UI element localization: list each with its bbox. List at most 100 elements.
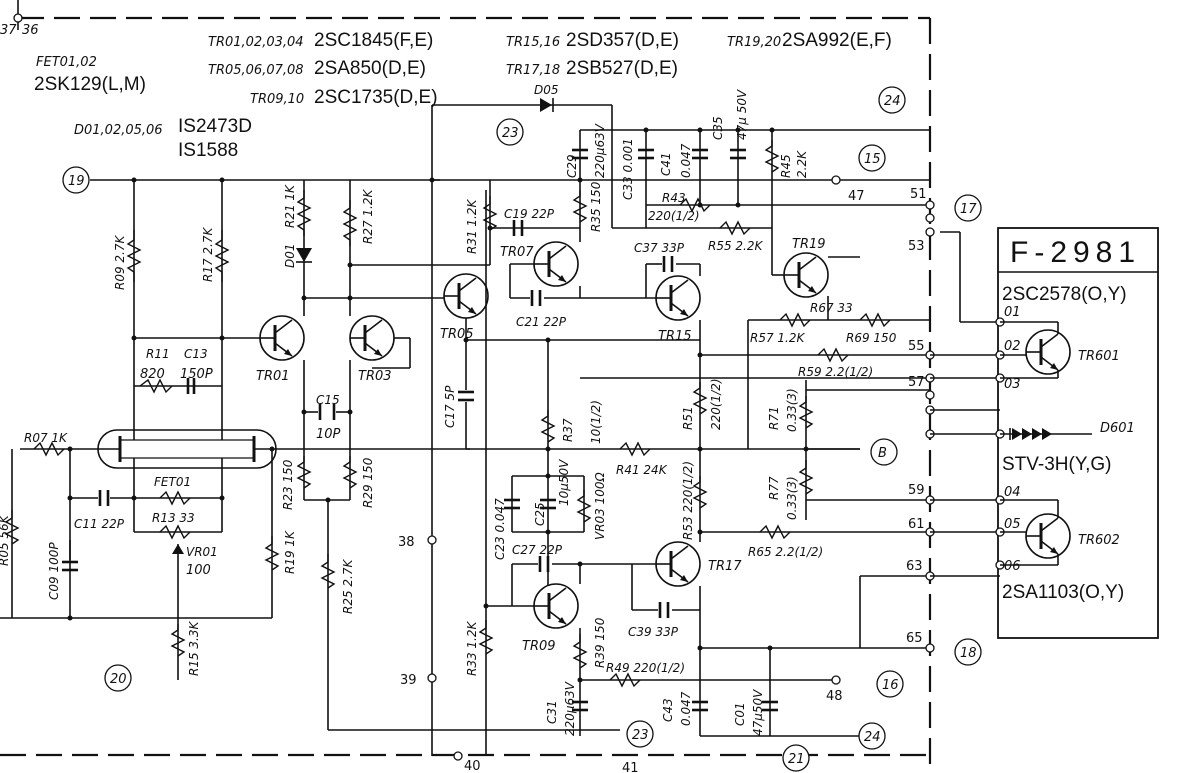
tr-e-part: 2SB527(D,E): [566, 58, 678, 79]
label-d05: D05: [534, 83, 559, 97]
label-c31v: 220μ63V: [563, 681, 577, 736]
fet-part-label: 2SK129(L,M): [34, 74, 146, 95]
marker-17: 17: [960, 202, 977, 217]
r71-resistor: [798, 396, 814, 429]
node-40: 40: [464, 759, 481, 773]
label-r43: R43: [662, 191, 686, 205]
label-r23: R23 150: [281, 459, 295, 510]
label-r51v: 220(1/2): [709, 378, 723, 430]
r25-resistor: [320, 554, 336, 589]
d601-label: D601: [1100, 421, 1135, 436]
connector-terminals: [427, 175, 935, 761]
label-r35: R35 150: [589, 181, 603, 232]
r55-resistor: [719, 220, 751, 236]
label-c41v: 0.047: [679, 143, 693, 178]
label-c17: C17 5P: [443, 385, 457, 428]
label-r57: R57 1.2K: [750, 331, 806, 345]
label-r15: R15 3.3K: [187, 620, 201, 676]
label-c27: C27 22P: [512, 543, 563, 557]
label-c37: C37 33P: [634, 241, 685, 255]
label-r13: R13 33: [152, 511, 195, 525]
label-c43: C43: [661, 698, 675, 722]
pin-05: 05: [1004, 517, 1021, 532]
d01-diode: [296, 248, 312, 262]
label-r71v: 0.33(3): [785, 388, 799, 432]
fet-ref-label: FET01,02: [36, 55, 97, 70]
component-labels: R09 2.7K R17 2.7K R21 1K R27 1.2K D01 TR…: [0, 83, 897, 736]
tr-f-ref: TR19,20: [727, 35, 781, 50]
tr-b-part: 2SA850(D,E): [314, 58, 426, 79]
r19-resistor: [264, 536, 280, 571]
pin-06: 06: [1004, 559, 1021, 574]
label-r45v: 2.2K: [795, 150, 809, 178]
r57-resistor: [779, 312, 811, 328]
label-r37v: 10(1/2): [589, 400, 603, 444]
node-39: 39: [400, 673, 417, 688]
label-c13v: 150P: [180, 367, 213, 382]
label-r55: R55 2.2K: [708, 239, 764, 253]
tr-a-part: 2SC1845(F,E): [314, 30, 433, 51]
label-c35v: 47μ 50V: [735, 89, 749, 140]
pin-02: 02: [1004, 339, 1021, 354]
r05-resistor: [4, 510, 20, 545]
marker-24b: 24: [864, 730, 881, 745]
pin-01: 01: [1004, 305, 1021, 320]
module-bottom-part: 2SA1103(O,Y): [1002, 582, 1124, 603]
r37-resistor: [540, 410, 556, 443]
label-c43v: 0.047: [679, 691, 693, 726]
node-51: 51: [910, 187, 927, 202]
label-tr15: TR15: [658, 329, 692, 344]
node-59: 59: [908, 483, 925, 498]
r45-resistor: [764, 140, 780, 173]
tr-c-part: 2SC1735(D,E): [314, 87, 438, 108]
label-r17: R17 2.7K: [201, 226, 215, 282]
tr-d-ref: TR15,16: [506, 35, 560, 50]
diode-ref: D01,02,05,06: [74, 123, 163, 138]
label-r71: R71: [767, 406, 781, 430]
label-c31: C31: [545, 700, 559, 724]
label-vr01: VR01: [186, 545, 218, 559]
label-c23: C23 0.047: [493, 498, 507, 560]
label-r19: R19 1K: [283, 530, 297, 574]
tr-e-ref: TR17,18: [506, 63, 560, 78]
label-tr05: TR05: [440, 327, 474, 342]
label-vr03: VR03 100Ω: [593, 471, 607, 540]
label-c39: C39 33P: [628, 625, 679, 639]
module-diode-part: STV-3H(Y,G): [1002, 454, 1111, 475]
label-r21: R21 1K: [283, 184, 297, 228]
label-c33: C33 0.001: [621, 138, 635, 200]
node-55: 55: [908, 339, 925, 354]
vr01-resistor: [159, 524, 191, 540]
label-r33: R33 1.2K: [465, 620, 479, 676]
tr-d-part: 2SD357(D,E): [566, 30, 679, 51]
node-57: 57: [908, 375, 925, 390]
label-tr09: TR09: [522, 639, 556, 654]
r39-resistor: [572, 634, 588, 669]
label-c11: C11 22P: [74, 517, 125, 531]
output-module: F-2981 2SC2578(O,Y) STV-3H(Y,G) 2SA1103(…: [930, 227, 1159, 639]
marker-23b: 23: [632, 728, 649, 743]
label-fet01: FET01: [154, 475, 191, 489]
d601-diode-2: [1022, 428, 1032, 440]
label-c15: C15: [316, 393, 340, 407]
label-r67: R67 33: [810, 301, 853, 315]
node-47: 47: [848, 189, 865, 204]
node-38: 38: [398, 535, 415, 550]
marker-16: 16: [882, 678, 899, 693]
r27-resistor: [342, 200, 358, 246]
label-r77v: 0.33(3): [785, 476, 799, 520]
r41-resistor: [619, 441, 651, 457]
label-r53: R53 220(1/2): [681, 461, 695, 540]
marker-19: 19: [68, 174, 85, 189]
label-c01: C01: [733, 702, 747, 726]
label-r07: R07 1K: [24, 431, 68, 445]
input-stage: [0, 177, 620, 731]
label-r11: R11: [146, 347, 170, 361]
label-c35: C35: [711, 116, 725, 140]
r69-resistor: [859, 312, 891, 328]
label-c29: C29: [565, 154, 579, 178]
tr-f-part: 2SA992(E,F): [782, 30, 892, 51]
r15-resistor: [170, 624, 186, 657]
node-41: 41: [622, 761, 639, 773]
